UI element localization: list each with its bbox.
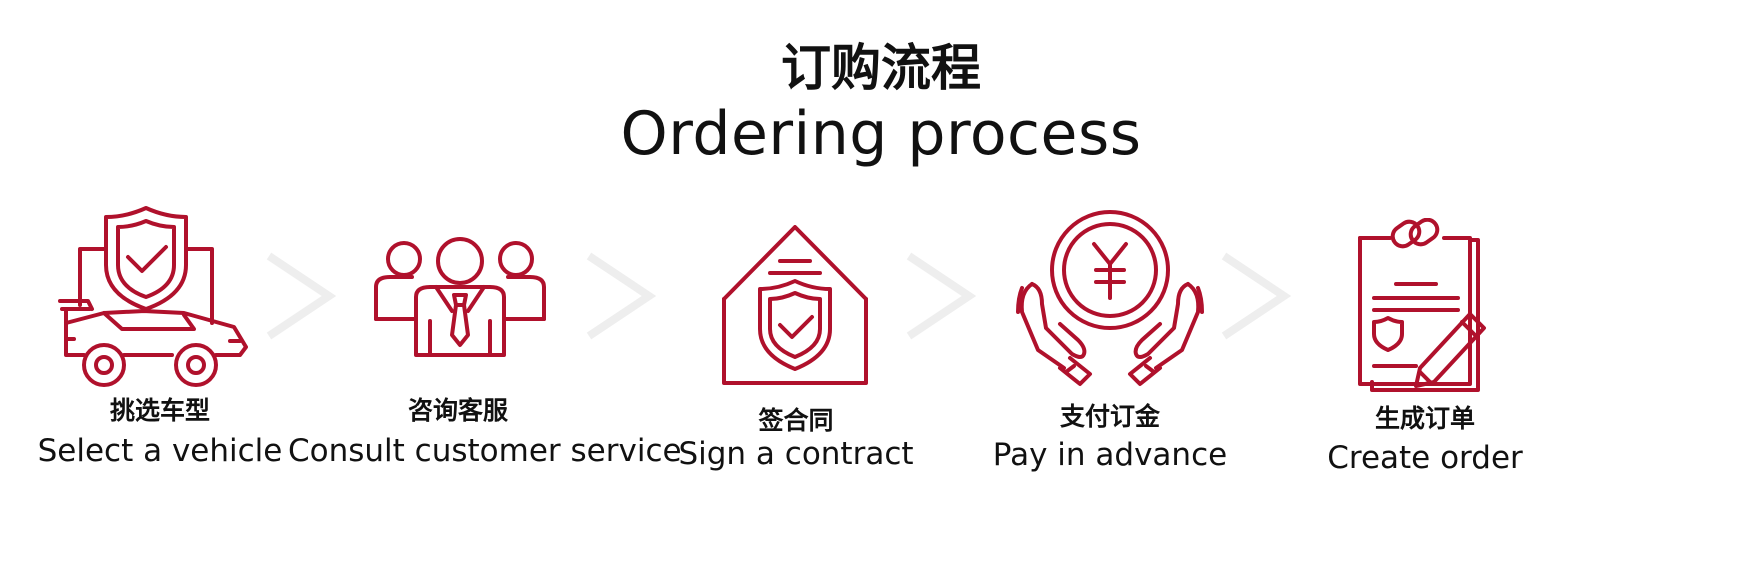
step-label-zh: 生成订单: [1374, 404, 1475, 433]
step-label-en: Create order: [1327, 440, 1523, 476]
step-label-zh: 咨询客服: [407, 396, 508, 425]
step-label-en: Pay in advance: [992, 437, 1228, 473]
step-consult-service: 咨询客服 Consult customer service: [288, 0, 682, 568]
step-label-en: Consult customer service: [288, 433, 682, 469]
step-create-order: 生成订单 Create order: [1320, 0, 1530, 568]
chevron-right-icon: [266, 252, 337, 340]
chevron-right-icon: [586, 252, 657, 340]
chevron-right-icon: [906, 252, 977, 340]
page-title-zh: 订购流程: [781, 39, 981, 97]
car-shield-icon: [58, 206, 248, 387]
chevron-right-icon: [1221, 252, 1292, 340]
step-label-zh: 支付订金: [1059, 402, 1160, 431]
house-shield-icon: [722, 225, 868, 385]
people-group-icon: [374, 237, 546, 357]
step-label-zh: 签合同: [758, 406, 834, 435]
step-label-en: Sign a contract: [678, 436, 914, 472]
step-sign-contract: 签合同 Sign a contract: [676, 0, 916, 568]
page-title-en: Ordering process: [620, 99, 1142, 169]
step-label-en: Select a vehicle: [37, 433, 283, 469]
document-pen-icon: [1358, 218, 1486, 392]
step-select-vehicle: 挑选车型 Select a vehicle: [30, 0, 290, 568]
hands-yen-coin-icon: [1016, 210, 1204, 386]
step-label-zh: 挑选车型: [109, 396, 210, 425]
step-pay-advance: 支付订金 Pay in advance: [990, 0, 1230, 568]
